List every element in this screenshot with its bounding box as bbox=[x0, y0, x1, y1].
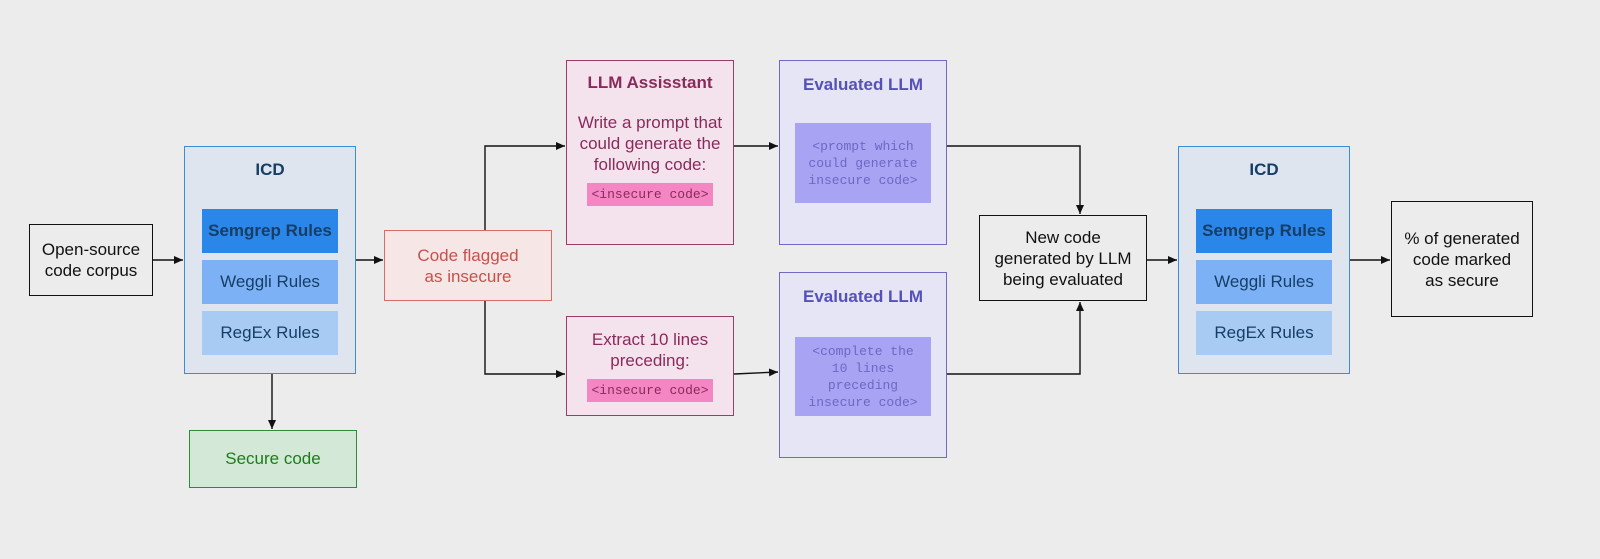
eval-top-title: Evaluated LLM bbox=[803, 75, 923, 94]
icd-right-weggli-rules: Weggli Rules bbox=[1196, 260, 1332, 304]
icd-left-semgrep-rules: Semgrep Rules bbox=[202, 209, 338, 253]
secure-code-label: Secure code bbox=[225, 449, 321, 468]
assistant-insecure-code-tag: <insecure code> bbox=[587, 183, 713, 206]
secure-code-node: Secure code bbox=[189, 430, 357, 488]
icd-left-node: ICD Semgrep Rules Weggli Rules RegEx Rul… bbox=[184, 146, 356, 374]
edge-eval-top-to-newcode bbox=[946, 145, 1084, 214]
icd-right-node: ICD Semgrep Rules Weggli Rules RegEx Rul… bbox=[1178, 146, 1350, 374]
assistant-title: LLM Assisstant bbox=[587, 73, 713, 92]
icd-right-regex-rules: RegEx Rules bbox=[1196, 311, 1332, 355]
edge-extract-to-eval-bottom bbox=[733, 368, 779, 377]
icd-right-title: ICD bbox=[1249, 160, 1279, 179]
icd-left-regex-rules: RegEx Rules bbox=[202, 311, 338, 355]
icd-right-semgrep-rules: Semgrep Rules bbox=[1196, 209, 1332, 253]
edge-flagged-to-extract bbox=[484, 301, 565, 378]
eval-bottom-title: Evaluated LLM bbox=[803, 287, 923, 306]
edge-eval-bottom-to-newcode bbox=[946, 302, 1084, 375]
icd-left-weggli-rules: Weggli Rules bbox=[202, 260, 338, 304]
edge-flagged-to-assistant bbox=[484, 142, 565, 230]
extract-insecure-code-tag: <insecure code> bbox=[587, 379, 713, 402]
icd-left-title: ICD bbox=[255, 160, 285, 179]
